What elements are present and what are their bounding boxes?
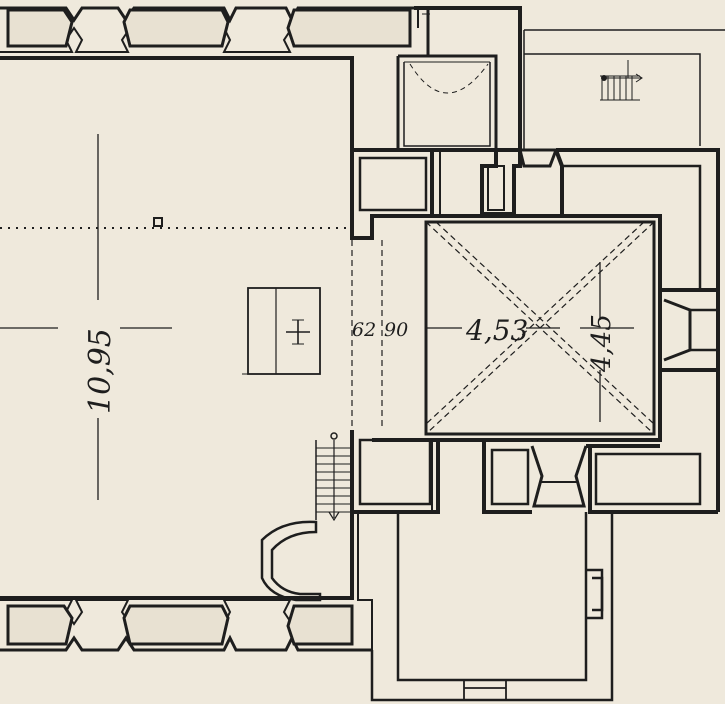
dim-crossing-width: 4,53 <box>465 314 528 347</box>
dim-crossing-depth: 4,45 <box>587 314 617 373</box>
column-marker <box>153 217 163 227</box>
dimension-lines <box>0 134 634 500</box>
dim-arch-depth-b: 90 <box>384 319 408 341</box>
north-annex <box>396 6 522 150</box>
south-annex <box>370 512 614 702</box>
dim-arch-depth-a: 62 <box>352 319 376 341</box>
dim-nave-length: 10,95 <box>83 328 118 414</box>
altar-cross-icon <box>242 287 321 375</box>
buttress-blocks <box>6 8 412 646</box>
pulpit-stair <box>260 432 353 602</box>
stair-icon <box>523 29 725 150</box>
